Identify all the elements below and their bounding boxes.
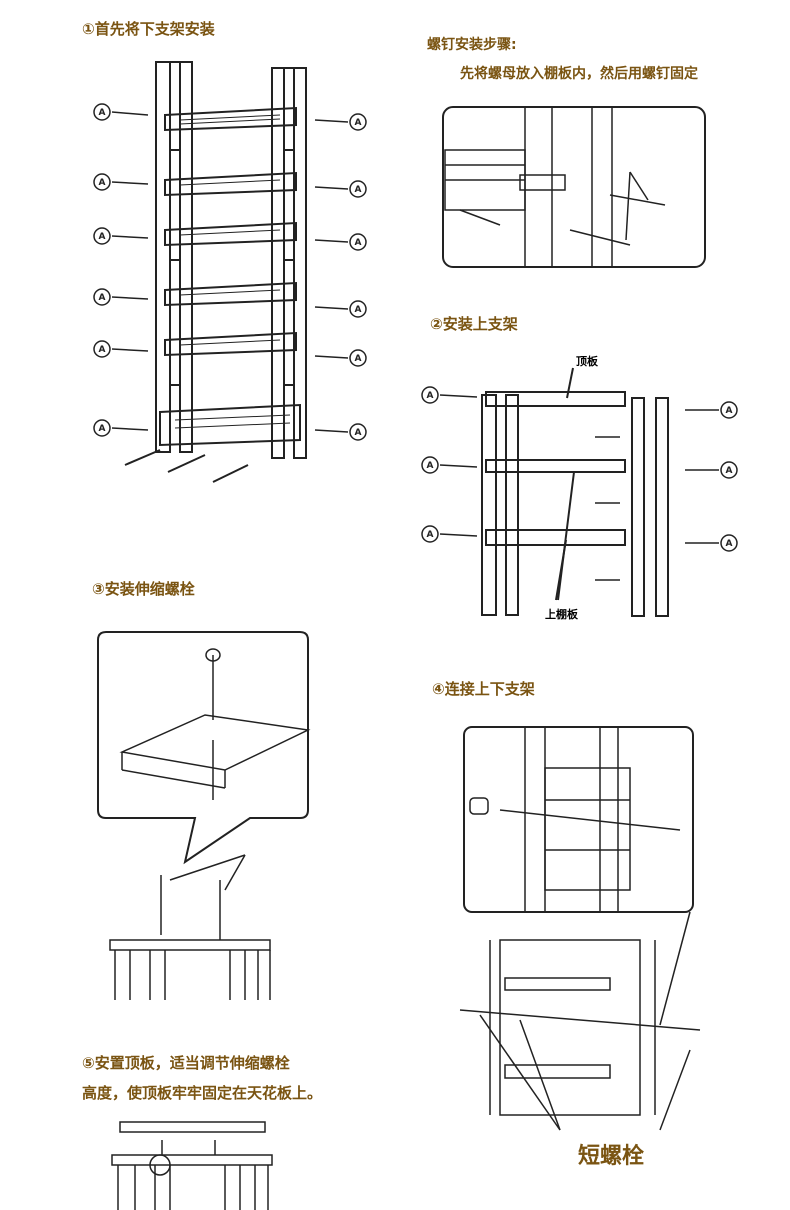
svg-text:A: A	[427, 391, 434, 401]
svg-text:A: A	[726, 466, 733, 476]
step4-title: ④连接上下支架	[432, 680, 535, 698]
screw-steps-title: 螺钉安装步骤:	[427, 37, 517, 53]
svg-text:A: A	[726, 406, 733, 416]
svg-text:A: A	[726, 539, 733, 549]
svg-text:A: A	[427, 530, 434, 540]
top-panel-label: 顶板	[576, 355, 598, 368]
svg-text:A: A	[355, 238, 362, 248]
svg-text:A: A	[99, 424, 106, 434]
screw-steps-desc: 先将螺母放入棚板内，然后用螺钉固定	[460, 66, 698, 82]
svg-text:A: A	[99, 108, 106, 118]
svg-text:A: A	[99, 345, 106, 355]
short-bolt-label: 短螺栓	[578, 1143, 645, 1169]
svg-text:A: A	[355, 185, 362, 195]
svg-text:A: A	[427, 461, 434, 471]
svg-text:A: A	[355, 305, 362, 315]
upper-shelf-label: 上棚板	[545, 608, 578, 621]
step5-title-line1: ⑤安置顶板，适当调节伸缩螺栓	[82, 1054, 290, 1072]
svg-text:A: A	[355, 428, 362, 438]
svg-text:A: A	[99, 293, 106, 303]
svg-text:A: A	[355, 118, 362, 128]
step5-title-line2: 高度，使顶板牢牢固定在天花板上。	[82, 1084, 323, 1102]
svg-text:A: A	[355, 354, 362, 364]
step1-title: ①首先将下支架安装	[82, 20, 215, 38]
svg-text:A: A	[99, 232, 106, 242]
step2-title: ②安装上支架	[430, 315, 518, 333]
svg-text:A: A	[99, 178, 106, 188]
step3-title: ③安装伸缩螺栓	[92, 580, 195, 598]
